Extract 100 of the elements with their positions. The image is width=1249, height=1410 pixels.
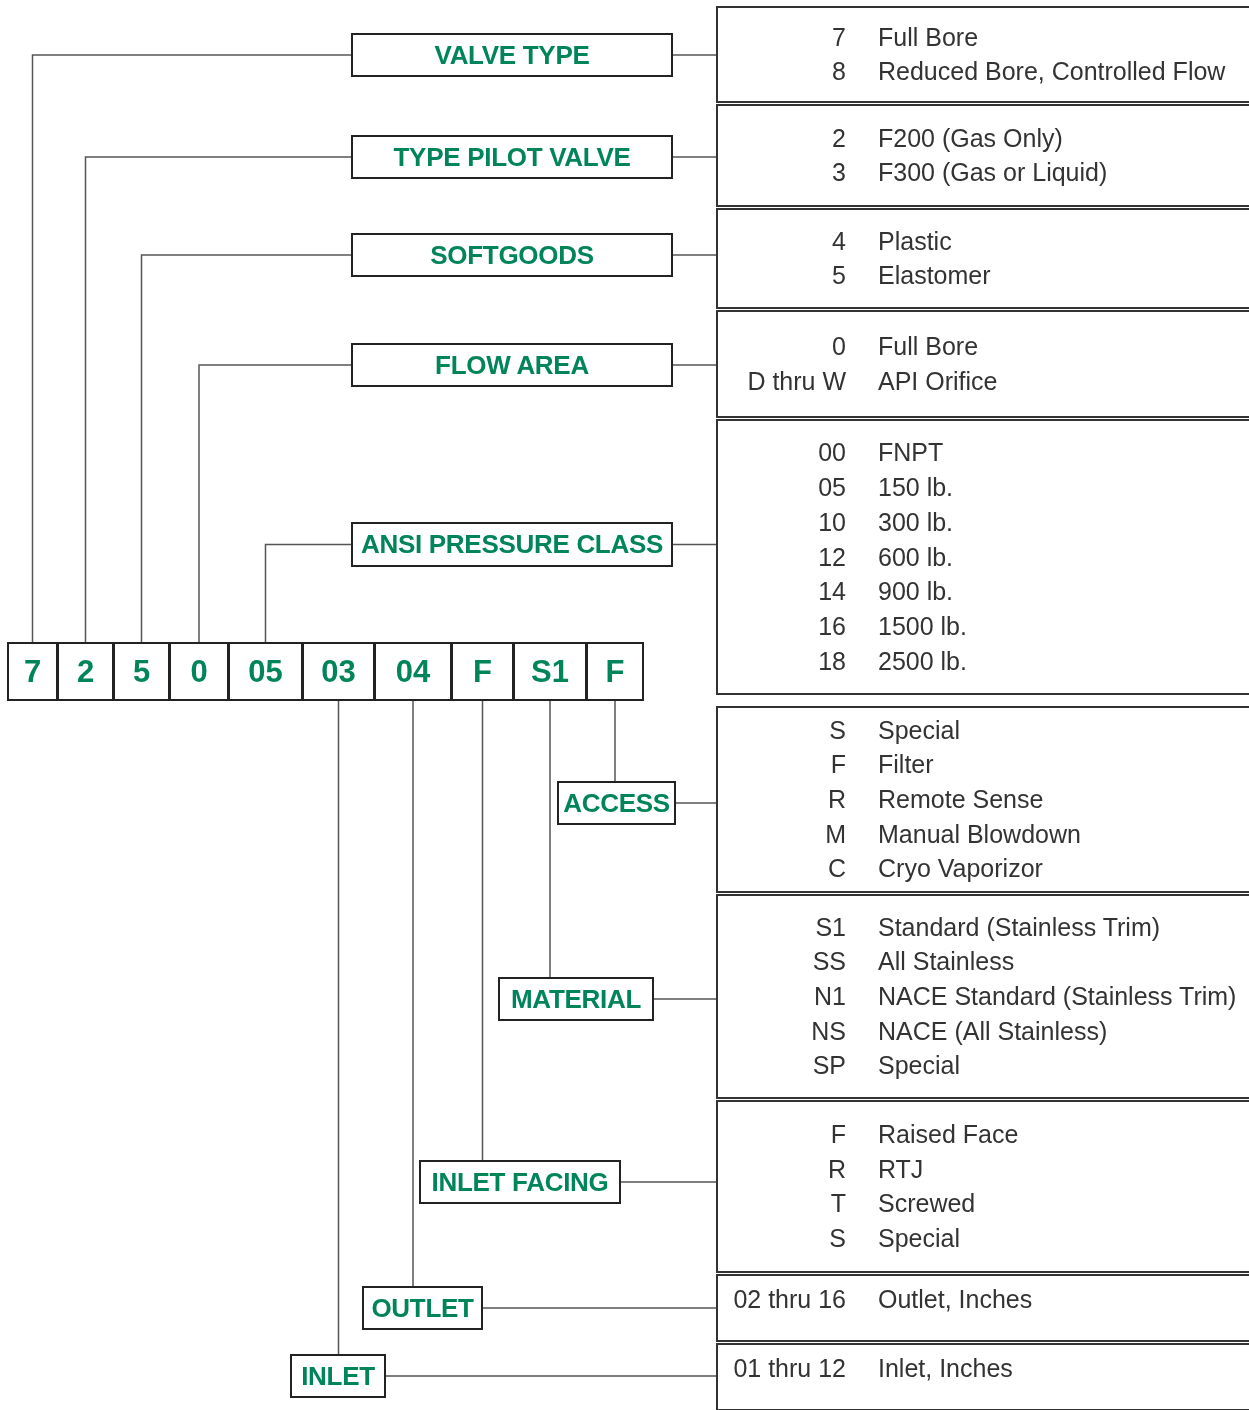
option-code: 12 [817, 542, 846, 572]
code-segment: 0 [169, 642, 229, 701]
option-panel [716, 1343, 1249, 1410]
option-description: 300 lb. [878, 507, 954, 537]
connector-line [198, 364, 352, 643]
connector-line [481, 700, 484, 1161]
option-description: NACE (All Stainless) [878, 1016, 1108, 1046]
category-box: VALVE TYPE [351, 33, 673, 77]
option-code: F [829, 1119, 846, 1149]
option-code: 4 [831, 226, 846, 256]
option-code: 01 thru 12 [732, 1353, 846, 1383]
option-panel [716, 104, 1249, 207]
option-description: Manual Blowdown [878, 819, 1081, 849]
code-segment: F [586, 642, 644, 701]
option-code: C [826, 854, 846, 884]
option-description: FNPT [878, 438, 944, 468]
option-description: Screwed [878, 1189, 976, 1219]
option-code: 3 [831, 158, 846, 188]
option-panel [716, 706, 1249, 893]
option-panel [716, 1100, 1249, 1273]
option-description: Cryo Vaporizor [878, 854, 1043, 884]
option-code: SP [811, 1051, 846, 1081]
category-box: MATERIAL [498, 977, 654, 1021]
option-description: Standard (Stainless Trim) [878, 912, 1161, 942]
option-panel [716, 310, 1249, 418]
option-code: 00 [817, 438, 846, 468]
option-code: SS [811, 947, 846, 977]
connector-line [672, 156, 717, 158]
option-code: T [829, 1189, 846, 1219]
option-panel [716, 1274, 1249, 1342]
option-panel [716, 208, 1249, 309]
option-panel [716, 6, 1249, 103]
option-description: Full Bore [878, 332, 979, 362]
option-code: 18 [817, 646, 846, 676]
option-description: Full Bore [878, 22, 979, 52]
category-box: FLOW AREA [351, 343, 673, 387]
category-box: OUTLET [362, 1286, 483, 1330]
option-code: N1 [813, 982, 846, 1011]
option-description: Special [878, 1051, 960, 1081]
code-segment: S1 [513, 642, 587, 701]
connector-line [264, 543, 352, 643]
connector-line [672, 254, 717, 256]
code-segment: 2 [57, 642, 114, 701]
option-description: Reduced Bore, Controlled Flow [878, 57, 1226, 87]
code-segment: 7 [7, 642, 58, 701]
option-code: F [829, 750, 846, 780]
connector-line [385, 1375, 717, 1377]
option-description: 900 lb. [878, 577, 954, 607]
option-description: Inlet, Inches [878, 1353, 1013, 1383]
option-description: All Stainless [878, 947, 1015, 977]
code-segment: 05 [228, 642, 303, 701]
option-code: 16 [817, 611, 846, 641]
option-description: Elastomer [878, 261, 991, 291]
connector-line [482, 1307, 717, 1309]
option-description: Remote Sense [878, 785, 1044, 814]
option-description: F200 (Gas Only) [878, 123, 1063, 153]
option-code: R [826, 785, 846, 814]
connector-line [412, 700, 414, 1287]
option-code: S [828, 1224, 846, 1254]
category-box: ANSI PRESSURE CLASS [351, 522, 673, 567]
option-code: M [824, 819, 846, 849]
option-description: F300 (Gas or Liquid) [878, 158, 1108, 188]
connector-line [672, 543, 717, 546]
option-description: Special [878, 715, 960, 745]
option-description: Outlet, Inches [878, 1284, 1033, 1314]
option-code: 02 thru 16 [732, 1284, 846, 1314]
option-description: RTJ [878, 1154, 924, 1184]
option-code: 2 [831, 123, 846, 153]
option-description: Plastic [878, 226, 952, 256]
option-code: D thru W [746, 366, 846, 396]
option-description: 1500 lb. [878, 611, 967, 641]
connector-line [614, 700, 616, 782]
option-description: 150 lb. [878, 473, 954, 503]
option-panel [716, 894, 1249, 1099]
option-code: S1 [814, 912, 846, 942]
option-code: R [826, 1154, 846, 1184]
connector-line [653, 998, 717, 1000]
code-segment: F [451, 642, 514, 701]
connector-line [675, 802, 717, 804]
connector-line [84, 156, 352, 643]
category-box: ACCESS [557, 781, 676, 825]
option-description: 2500 lb. [878, 646, 967, 676]
option-description: API Orifice [878, 366, 998, 396]
option-code: 7 [831, 22, 846, 52]
option-code: NS [810, 1016, 846, 1046]
option-code: 5 [831, 261, 846, 291]
option-description: Filter [878, 750, 934, 780]
category-box: INLET FACING [419, 1160, 621, 1204]
connector-line [620, 1181, 717, 1183]
option-code: 0 [831, 332, 846, 362]
code-segment: 04 [374, 642, 452, 701]
connector-line [549, 700, 551, 978]
option-code: 14 [817, 577, 846, 607]
connector-line [672, 54, 717, 56]
connector-line [337, 700, 340, 1355]
option-code: 8 [831, 57, 846, 87]
option-panel [716, 419, 1249, 695]
option-description: Special [878, 1224, 960, 1254]
category-box: TYPE PILOT VALVE [351, 135, 673, 179]
option-description: Raised Face [878, 1119, 1019, 1149]
